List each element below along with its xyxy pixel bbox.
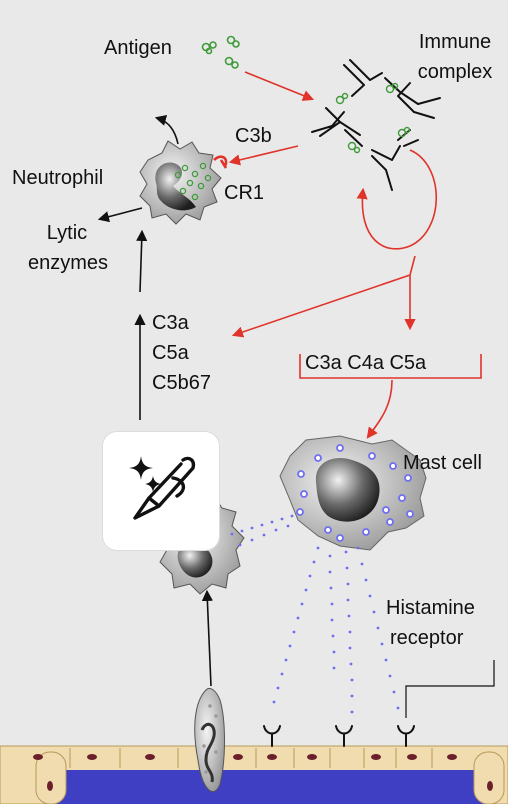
neutrophil-upper — [139, 140, 228, 225]
complement-arrows — [228, 71, 482, 439]
receptor-callout-line — [405, 660, 495, 718]
label-mast-cell: Mast cell — [403, 452, 482, 474]
cell-arrows — [97, 114, 213, 687]
cr1-receptor — [213, 155, 228, 169]
label-lytic-line1: Lytic — [46, 222, 88, 244]
label-c3a: C3a — [152, 312, 189, 334]
label-immune-complex-line1: Immune — [418, 31, 492, 53]
label-antigen: Antigen — [104, 37, 172, 59]
label-c3b: C3b — [235, 125, 272, 147]
extravasating-neutrophil — [194, 687, 225, 792]
label-histamine-line1: Histamine — [386, 597, 475, 619]
sparkle-icon — [129, 456, 161, 492]
complex-antigens — [335, 82, 411, 154]
immune-complex — [311, 59, 441, 191]
label-neutrophil: Neutrophil — [12, 167, 104, 189]
label-histamine-line2: receptor — [390, 627, 464, 649]
label-anaphylatoxins: C3a C4a C5a — [305, 352, 427, 374]
antigen-particles — [201, 35, 240, 69]
mast-cell — [279, 435, 427, 551]
label-immune-complex-line2: complex — [417, 61, 493, 83]
label-c5b67: C5b67 — [152, 372, 211, 394]
tool-glyph — [129, 456, 196, 520]
label-lytic-line2: enzymes — [28, 252, 109, 274]
brush-icon — [133, 456, 196, 520]
label-cr1: CR1 — [224, 182, 265, 204]
histamine-receptors — [263, 725, 415, 747]
label-c5a: C5a — [152, 342, 189, 364]
blood-vessel — [0, 745, 508, 804]
histamine-release — [230, 514, 400, 714]
edit-tool-button[interactable] — [103, 432, 219, 550]
